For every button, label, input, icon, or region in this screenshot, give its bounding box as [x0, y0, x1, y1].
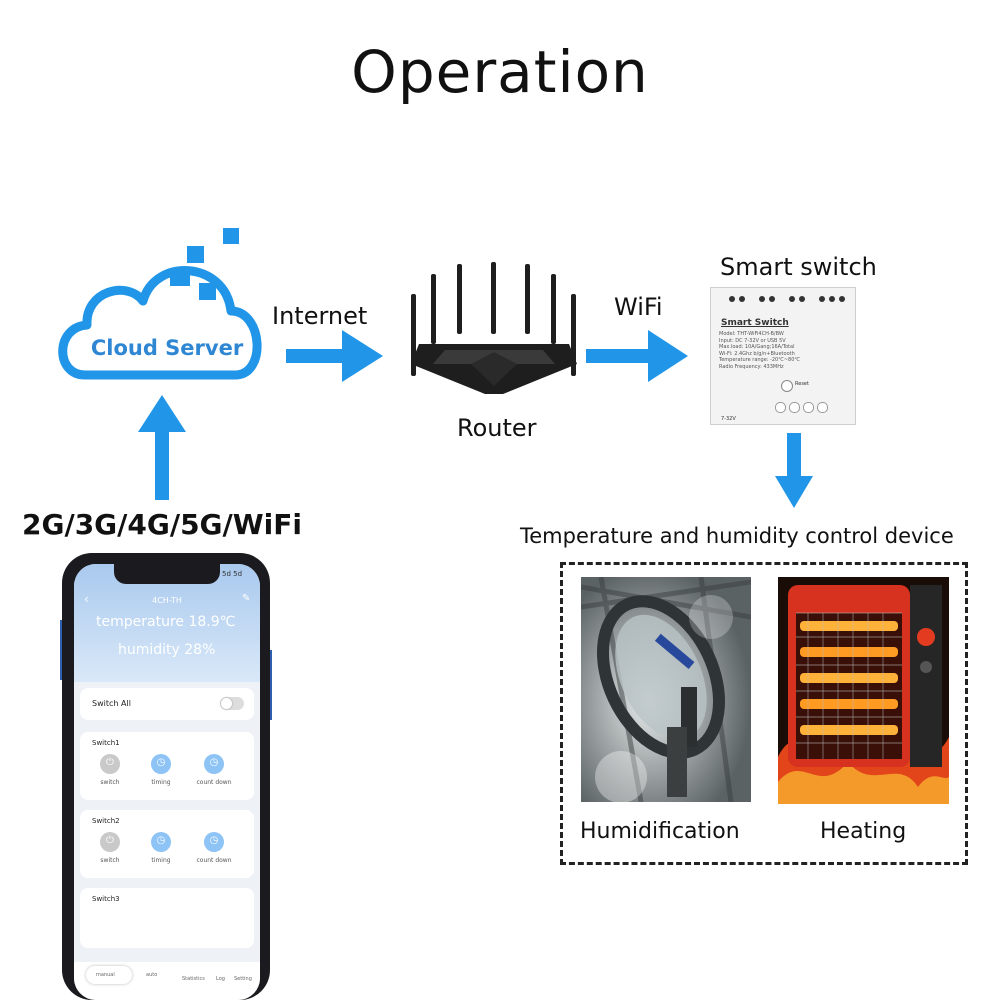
device-spec: Model: THT-WiFi4CH-B/BW Input: DC 7-32V …: [719, 331, 801, 370]
timing-button[interactable]: ◷: [151, 754, 171, 774]
toggle-knob: [221, 698, 232, 709]
smart-switch-device: Smart Switch Model: THT-WiFi4CH-B/BW Inp…: [710, 287, 856, 425]
switch-all-label: Switch All: [92, 699, 131, 708]
arrow-cloud-to-router: [286, 330, 383, 382]
button-label: switch: [100, 779, 120, 786]
edit-icon[interactable]: ✎: [242, 593, 251, 604]
device-brand: Smart Switch: [721, 318, 789, 328]
terminal-icon: [799, 296, 805, 302]
humidity-reading: humidity 28%: [118, 642, 216, 658]
smart-switch-label: Smart switch: [720, 253, 877, 281]
router-icon: [411, 262, 577, 394]
phone-screen: 5d 5d ‹ 4CH-TH ✎ temperature 18.9℃ humid…: [74, 564, 260, 1000]
tab-log[interactable]: Log: [216, 976, 225, 982]
tab-setting[interactable]: Setting: [234, 976, 252, 982]
cloud-server-label: Cloud Server: [90, 336, 244, 360]
terminal-icon: [729, 296, 735, 302]
status-bar: 5d 5d: [222, 570, 243, 578]
clock-icon: ◷: [156, 757, 166, 768]
heating-label: Heating: [820, 819, 907, 844]
terminal-icon: [789, 296, 795, 302]
control-device-label: Temperature and humidity control device: [520, 524, 954, 548]
control-device-box: [560, 562, 968, 865]
relay-button-icon: [803, 402, 814, 413]
power-icon: ⏻: [106, 757, 114, 768]
tab-manual[interactable]: [86, 966, 132, 984]
tab-manual-label: manual: [96, 972, 115, 978]
relay-button-icon: [775, 402, 786, 413]
relay-button-icon: [789, 402, 800, 413]
humidification-label: Humidification: [580, 819, 740, 844]
page-title: Operation: [351, 38, 649, 106]
timing-button[interactable]: ◷: [151, 832, 171, 852]
terminal-icon: [829, 296, 835, 302]
tab-auto-label[interactable]: auto: [146, 972, 158, 978]
terminal-icon: [839, 296, 845, 302]
phone-notch: [114, 564, 220, 584]
countdown-button[interactable]: ◷: [204, 832, 224, 852]
terminal-icon: [819, 296, 825, 302]
internet-label: Internet: [272, 302, 368, 330]
arrow-switch-to-device: [775, 433, 813, 508]
clock-icon: ◷: [209, 757, 219, 768]
button-label: count down: [196, 857, 232, 864]
app-title: 4CH-TH: [152, 596, 182, 605]
reset-button-icon: [781, 380, 793, 392]
terminal-icon: [759, 296, 765, 302]
reset-label: Reset: [795, 381, 809, 387]
arrow-up-phone-to-cloud: [138, 395, 186, 500]
switch-card: Switch3: [80, 888, 254, 948]
switch-all-card: Switch All: [80, 688, 254, 720]
button-label: switch: [100, 857, 120, 864]
relay-button-icon: [817, 402, 828, 413]
switch-name: Switch2: [92, 817, 120, 825]
terminal-icon: [769, 296, 775, 302]
switch-name: Switch3: [92, 895, 120, 903]
cloud-server-icon: [58, 228, 262, 380]
connectivity-label: 2G/3G/4G/5G/WiFi: [22, 508, 302, 541]
clock-icon: ◷: [156, 835, 166, 846]
temperature-reading: temperature 18.9℃: [96, 614, 236, 630]
tab-statistics[interactable]: Statistics: [182, 976, 205, 982]
switch-name: Switch1: [92, 739, 120, 747]
clock-icon: ◷: [209, 835, 219, 846]
button-label: timing: [151, 857, 171, 864]
switch-card: Switch2 ⏻ ◷ ◷ switch timing count down: [80, 810, 254, 878]
phone-frame-trim: [60, 620, 63, 680]
phone-frame-trim: [269, 650, 272, 720]
tab-bar: manual auto Statistics Log Setting: [74, 962, 260, 1000]
button-label: count down: [196, 779, 232, 786]
power-button[interactable]: ⏻: [100, 754, 120, 774]
countdown-button[interactable]: ◷: [204, 754, 224, 774]
wifi-label: WiFi: [614, 293, 663, 321]
router-label: Router: [457, 414, 537, 442]
switch-card: Switch1 ⏻ ◷ ◷ switch timing count down: [80, 732, 254, 800]
voltage-label: 7-32V: [721, 416, 736, 422]
terminal-icon: [739, 296, 745, 302]
humidifier-photo: [581, 577, 751, 802]
power-icon: ⏻: [106, 835, 114, 846]
switch-all-toggle[interactable]: [220, 697, 244, 710]
back-icon[interactable]: ‹: [84, 592, 89, 606]
arrow-router-to-switch: [586, 330, 688, 382]
button-label: timing: [151, 779, 171, 786]
power-button[interactable]: ⏻: [100, 832, 120, 852]
heater-photo: [778, 577, 949, 804]
